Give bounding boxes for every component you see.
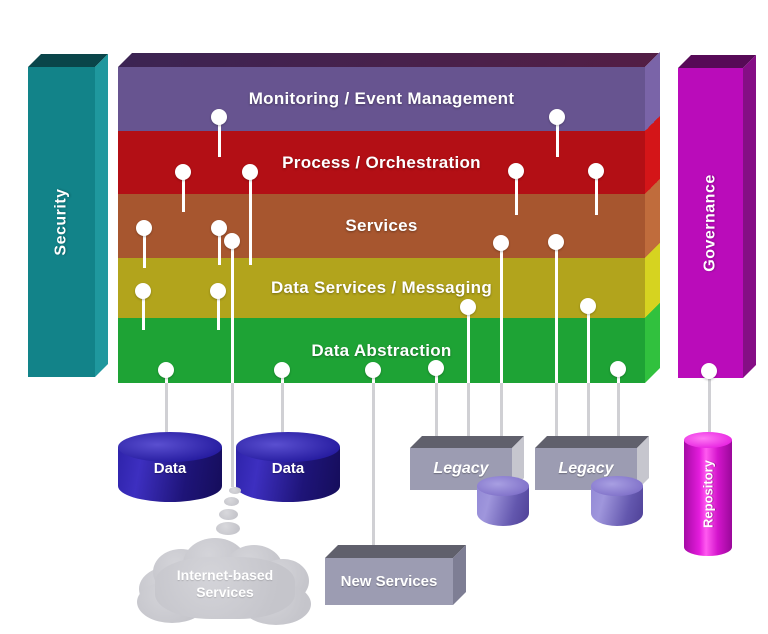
governance-label: Governance xyxy=(701,174,719,272)
connector-line xyxy=(434,383,438,442)
legacy-box-1-top-face xyxy=(410,436,524,448)
governance-bar: Governance xyxy=(678,68,743,378)
pin-stem xyxy=(217,228,221,265)
pin-circle xyxy=(460,299,476,315)
pin-stem xyxy=(594,171,598,215)
layer-services: Services xyxy=(118,194,645,258)
data-cylinder-2: Data xyxy=(236,432,340,502)
connector-line xyxy=(466,383,470,440)
pin-stem xyxy=(216,291,220,330)
cylinder-top xyxy=(477,476,529,496)
stack-front-face: Monitoring / Event Management Process / … xyxy=(118,67,645,383)
pin-stem xyxy=(217,117,221,157)
pin-circle xyxy=(211,220,227,236)
cylinder-top xyxy=(591,476,643,496)
pin-circle xyxy=(701,363,717,379)
legacy-label: Legacy xyxy=(558,460,614,477)
legacy-db-cylinder-1 xyxy=(477,476,529,526)
pin-circle xyxy=(508,163,524,179)
repository-cylinder: Repository xyxy=(684,432,732,556)
thought-bubble xyxy=(219,509,238,520)
layer-process-orchestration: Process / Orchestration xyxy=(118,131,645,194)
cloud-puff xyxy=(155,557,295,619)
pin-circle xyxy=(158,362,174,378)
layer-data-abstraction: Data Abstraction xyxy=(118,318,645,383)
pin-stem xyxy=(141,291,145,330)
layer-label: Data Abstraction xyxy=(311,340,452,360)
pin-circle xyxy=(224,233,240,249)
governance-bar-side-face xyxy=(743,55,756,378)
pin-stem xyxy=(466,307,470,383)
data-label: Data xyxy=(271,460,305,477)
cylinder-top xyxy=(118,432,222,462)
pin-stem xyxy=(181,172,185,212)
pin-circle xyxy=(135,283,151,299)
pin-circle xyxy=(493,235,509,251)
thought-bubble xyxy=(216,522,240,535)
pin-circle xyxy=(548,234,564,250)
pin-stem xyxy=(499,243,503,383)
pin-circle xyxy=(549,109,565,125)
security-bar: Security xyxy=(28,67,95,377)
legacy-box-2-top-face xyxy=(535,436,649,448)
new-services-top-face xyxy=(325,545,466,558)
connector-line xyxy=(371,383,375,557)
legacy-label: Legacy xyxy=(433,460,489,477)
pin-circle xyxy=(274,362,290,378)
pin-circle xyxy=(136,220,152,236)
pin-stem xyxy=(142,228,146,268)
cylinder-body xyxy=(684,440,732,556)
connector-line xyxy=(616,383,620,442)
thought-bubble xyxy=(229,487,241,494)
thought-bubble xyxy=(224,497,239,506)
pin-circle xyxy=(242,164,258,180)
new-services-box: New Services xyxy=(325,558,453,605)
connector-line xyxy=(499,383,503,440)
connector-line xyxy=(554,383,558,440)
layer-label: Data Services / Messaging xyxy=(270,278,493,297)
repository-label: Repository xyxy=(700,460,716,528)
pin-stem xyxy=(586,306,590,383)
layer-label: Monitoring / Event Management xyxy=(248,89,515,108)
legacy-db-cylinder-2 xyxy=(591,476,643,526)
cylinder-top xyxy=(684,432,732,448)
layer-data-services-messaging: Data Services / Messaging xyxy=(118,258,645,318)
pin-circle xyxy=(365,362,381,378)
pin-circle xyxy=(175,164,191,180)
stack-side-face xyxy=(645,52,660,383)
layer-monitoring-event-management: Monitoring / Event Management xyxy=(118,67,645,131)
pin-circle xyxy=(588,163,604,179)
connector-line xyxy=(164,383,168,447)
cloud-label: Internet-based Services xyxy=(176,566,274,600)
layer-label: Services xyxy=(345,216,418,235)
data-cylinder-1: Data xyxy=(118,432,222,502)
cylinder-top xyxy=(236,432,340,462)
pin-stem xyxy=(554,242,558,383)
new-services-label: New Services xyxy=(340,573,438,590)
stack-top-face xyxy=(118,53,659,67)
security-label: Security xyxy=(52,188,70,256)
data-label: Data xyxy=(153,460,187,477)
pin-circle xyxy=(610,361,626,377)
security-bar-side-face xyxy=(95,54,108,377)
connector-line xyxy=(586,383,590,440)
pin-stem xyxy=(514,171,518,215)
pin-circle xyxy=(428,360,444,376)
connector-line xyxy=(707,379,711,432)
layer-label: Process / Orchestration xyxy=(282,152,481,172)
connector-line xyxy=(230,383,234,487)
internet-cloud: Internet-based Services xyxy=(137,537,313,629)
connector-line xyxy=(280,383,284,447)
pin-circle xyxy=(210,283,226,299)
pin-stem xyxy=(248,172,252,265)
pin-circle xyxy=(580,298,596,314)
pin-stem xyxy=(555,117,559,157)
pin-circle xyxy=(211,109,227,125)
pin-stem xyxy=(230,241,234,383)
